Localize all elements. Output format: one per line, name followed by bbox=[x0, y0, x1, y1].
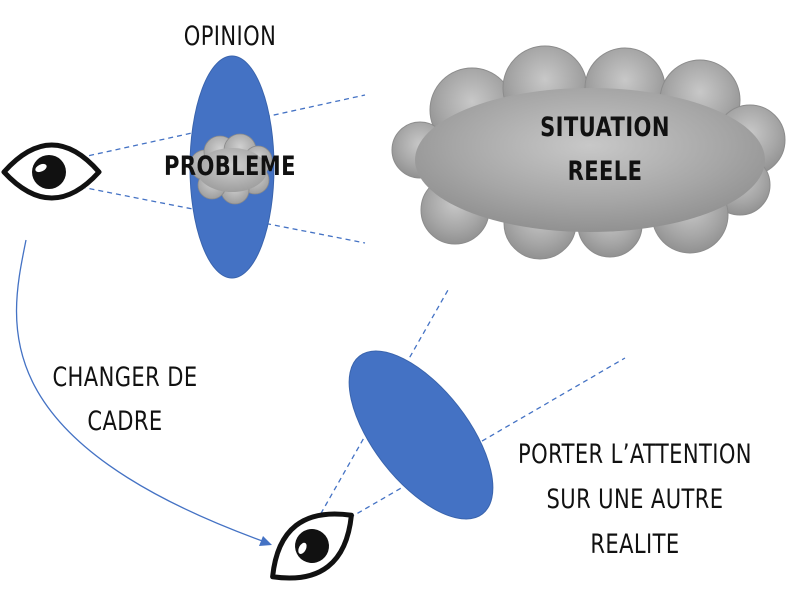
sight-line-right bbox=[302, 357, 626, 546]
curved-arrow-icon bbox=[15, 239, 272, 546]
porter-label-line1: PORTER L’ATTENTION bbox=[518, 439, 752, 470]
sight-line-upper bbox=[9, 94, 366, 174]
opinion-label: OPINION bbox=[183, 21, 277, 52]
probleme-label: PROBLEME bbox=[164, 151, 296, 182]
changer-label-line1: CHANGER DE bbox=[52, 362, 198, 393]
situation-label-line2: REELE bbox=[567, 156, 643, 187]
porter-label-line2: SUR UNE AUTRE bbox=[546, 484, 724, 515]
sight-line-lower bbox=[9, 172, 366, 244]
top-eye-icon bbox=[1, 142, 102, 201]
bottom-eye-icon bbox=[270, 511, 354, 581]
changer-label-line2: CADRE bbox=[87, 406, 163, 437]
attention-lens bbox=[348, 350, 494, 520]
situation-cloud bbox=[391, 45, 786, 260]
porter-label-line3: REALITE bbox=[590, 529, 680, 560]
top-sight-lines bbox=[9, 94, 366, 244]
situation-label-line1: SITUATION bbox=[540, 112, 670, 143]
problem-cloud bbox=[189, 133, 273, 205]
